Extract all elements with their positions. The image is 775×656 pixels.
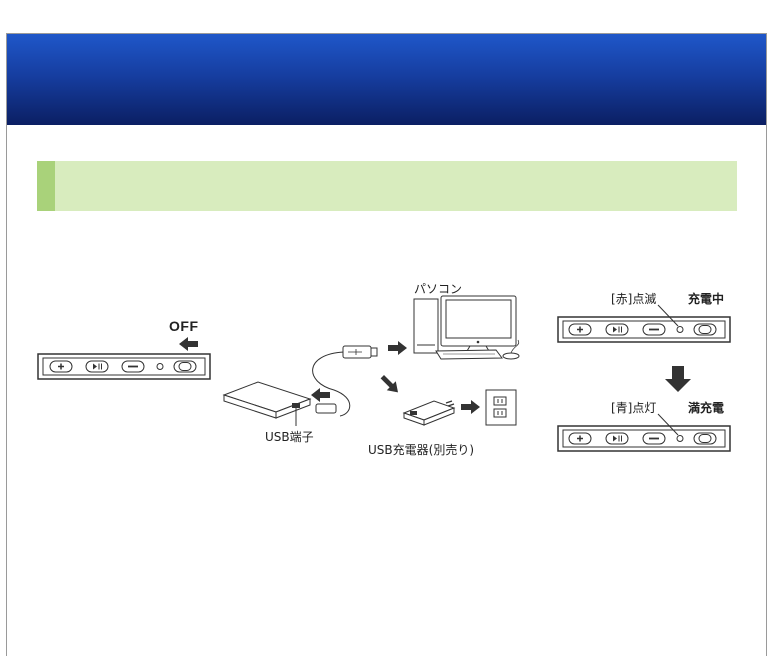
to-battery-arrow-icon (311, 388, 330, 402)
red-led-leader-line (657, 304, 679, 327)
red-blink-label: [赤]点滅 (611, 292, 657, 306)
off-label: OFF (169, 318, 199, 334)
usb-port-label: USB端子 (265, 430, 314, 444)
wall-outlet-icon (485, 389, 517, 426)
led-indicator-icon (676, 435, 684, 442)
led-indicator-icon (676, 326, 684, 333)
power-switch-icon (693, 432, 717, 445)
to-outlet-arrow-icon (461, 400, 480, 414)
device-charging-strip (557, 316, 731, 343)
plus-button-icon (568, 432, 592, 445)
to-pc-arrow-icon (388, 341, 407, 355)
usb-charger-label: USB充電器(別売り) (368, 443, 474, 457)
battery-pack (222, 381, 312, 419)
off-arrow-icon (179, 337, 198, 351)
power-switch-icon (173, 360, 197, 373)
down-arrow-icon (665, 366, 691, 392)
usb-plug (342, 345, 378, 359)
micro-usb-plug (315, 403, 337, 414)
led-indicator-icon (156, 363, 164, 370)
charging-label: 充電中 (688, 292, 725, 306)
power-switch-icon (693, 323, 717, 336)
section-heading-bar (37, 161, 737, 211)
usb-charger-icon (402, 400, 456, 426)
pc-label: パソコン (414, 282, 463, 296)
minus-button-icon (121, 360, 145, 373)
plus-button-icon (49, 360, 73, 373)
full-charge-label: 満充電 (688, 401, 725, 415)
blue-lit-label: [青]点灯 (611, 401, 657, 415)
content-frame (6, 33, 767, 656)
plus-button-icon (568, 323, 592, 336)
minus-button-icon (642, 323, 666, 336)
header-band (7, 34, 766, 125)
device-off-strip (37, 353, 211, 380)
blue-led-leader-line (657, 413, 679, 436)
usb-cable (312, 351, 351, 417)
play-pause-icon (605, 323, 629, 336)
minus-button-icon (642, 432, 666, 445)
play-pause-icon (605, 432, 629, 445)
computer-icon (413, 295, 520, 360)
play-pause-icon (85, 360, 109, 373)
to-charger-arrow-icon (380, 375, 398, 393)
device-full-strip (557, 425, 731, 452)
